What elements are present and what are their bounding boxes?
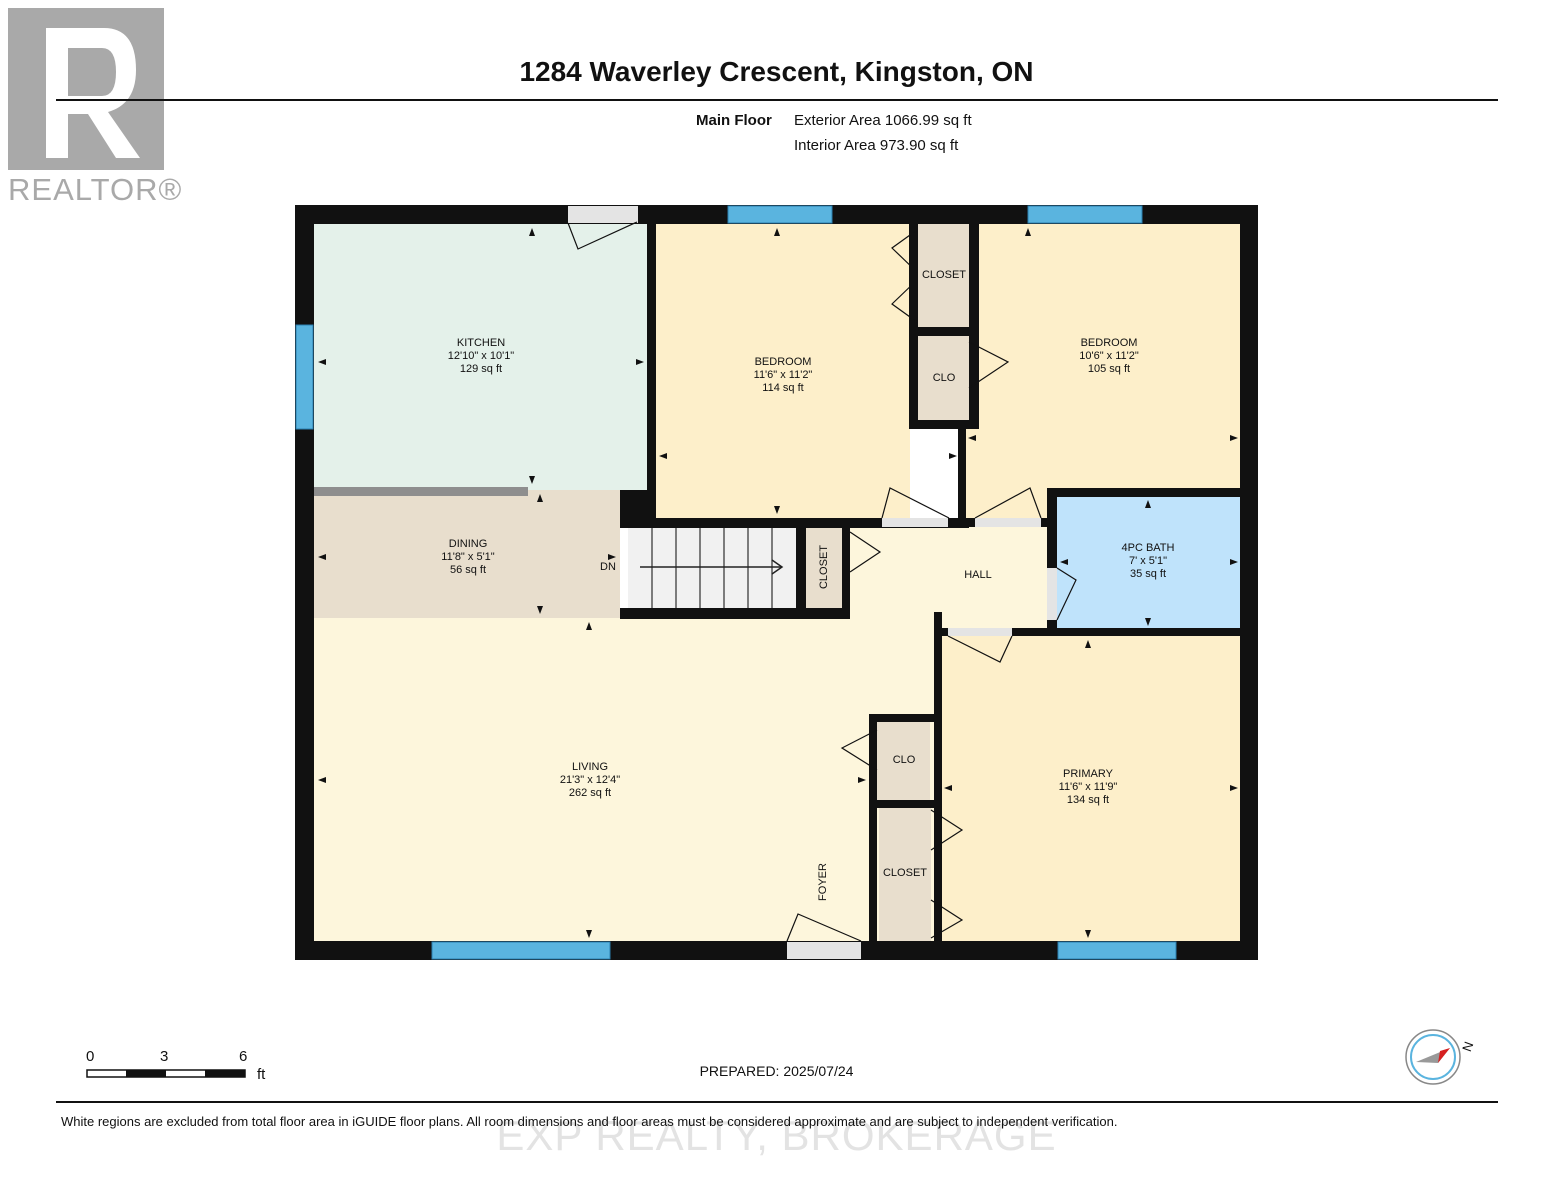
room-name: LIVING [571, 761, 609, 773]
door-closet-primary-1 [930, 809, 964, 851]
window-primary [1057, 941, 1177, 960]
scale-tick-6: 6 [239, 1048, 248, 1065]
realtor-wordmark: REALTOR® [8, 172, 183, 207]
room-area: 129 sq ft [459, 363, 503, 375]
scale-tick-0: 0 [86, 1048, 95, 1065]
door-bed1 [882, 518, 948, 527]
room-area: 134 sq ft [1066, 794, 1110, 806]
prepared-date: PREPARED: 2025/07/24 [699, 1063, 854, 1079]
page-title: 1284 Waverley Crescent, Kingston, ON [519, 56, 1034, 87]
doors [567, 206, 1077, 959]
window-living [431, 941, 611, 960]
room-name: DINING [448, 538, 488, 550]
windows [295, 205, 1177, 960]
bedroom1-area [655, 224, 910, 520]
room-label-closet-primary: CLOSET [882, 867, 927, 879]
room-label-hall: HALL [964, 569, 992, 581]
window-bed2 [1027, 205, 1143, 224]
room-name: KITCHEN [456, 337, 506, 349]
room-dims: 11'8" x 5'1" [441, 551, 495, 563]
room-area: 114 sq ft [762, 382, 804, 394]
bath-area [1056, 497, 1240, 628]
brokerage-watermark: EXP REALTY, BROKERAGE [496, 1112, 1057, 1159]
primary-area [941, 636, 1240, 941]
exterior-area: Exterior Area 1066.99 sq ft [794, 112, 972, 129]
room-area: 35 sq ft [1129, 568, 1167, 580]
scale-bar [86, 1069, 246, 1078]
door-front [787, 942, 861, 959]
scale-tick-3: 3 [160, 1048, 169, 1065]
room-name: 4PC BATH [1121, 542, 1175, 554]
room-area: 262 sq ft [568, 787, 612, 799]
footer-divider [56, 1101, 1498, 1103]
closet-primary [879, 808, 931, 941]
door-primary-swing [947, 635, 1013, 663]
staircase [640, 528, 784, 608]
room-label-clo-bed2: CLO [932, 372, 956, 384]
stairs-area [628, 528, 796, 608]
room-name: PRIMARY [1063, 768, 1113, 780]
room-label-primary: PRIMARY 11'6" x 11'9" 134 sq ft [1008, 768, 1168, 807]
disclaimer: White regions are excluded from total fl… [61, 1114, 1118, 1129]
stairs-label: DN [600, 561, 616, 573]
door-bath [1047, 568, 1057, 620]
door-closet-primary-2 [930, 899, 964, 939]
door-kitchen-exterior-swing [567, 221, 638, 250]
door-clo-living [840, 729, 878, 771]
closet-hall [806, 528, 842, 608]
scale-unit: ft [257, 1066, 266, 1083]
floor-label: Main Floor [696, 112, 772, 129]
closet-bed1 [917, 224, 969, 327]
realtor-logo [8, 8, 164, 170]
room-dims: 12'10" x 10'1" [447, 350, 515, 362]
dimension-markers [318, 228, 1238, 938]
interior-area: Interior Area 973.90 sq ft [794, 137, 959, 154]
door-kitchen-exterior [568, 206, 638, 223]
window-bed1 [727, 205, 833, 224]
room-name: BEDROOM [754, 356, 812, 368]
room-area: 56 sq ft [449, 564, 487, 576]
clo-bed2 [917, 336, 969, 420]
room-label-living: LIVING 21'3" x 12'4" 262 sq ft [510, 761, 670, 800]
room-label-bedroom2: BEDROOM 10'6" x 11'2" 105 sq ft [1029, 337, 1189, 376]
hall-area [848, 526, 1048, 630]
floor-plan [295, 205, 1258, 960]
room-dims: 11'6" x 11'2" [753, 369, 813, 381]
door-closet-hall [849, 531, 882, 573]
room-label-kitchen: KITCHEN 12'10" x 10'1" 129 sq ft [401, 337, 561, 376]
clo-living [877, 722, 930, 800]
room-label-clo-living: CLO [892, 754, 916, 766]
room-label-foyer: FOYER [817, 863, 829, 901]
room-dims: 21'3" x 12'4" [559, 774, 621, 786]
bedroom2-area-lower [965, 428, 1047, 520]
room-label-closet-bed1: CLOSET [921, 269, 966, 281]
room-label-bath: 4PC BATH 7' x 5'1" 35 sq ft [1068, 542, 1228, 581]
living-area [314, 618, 934, 941]
north-compass-icon [1405, 1029, 1461, 1085]
room-fills [314, 224, 1240, 941]
kitchen-area [314, 224, 647, 490]
room-dims: 7' x 5'1" [1128, 555, 1168, 567]
dining-area [314, 490, 620, 618]
room-dims: 10'6" x 11'2" [1079, 350, 1139, 362]
header-divider [56, 99, 1498, 101]
door-bed2-swing [974, 487, 1042, 519]
door-front-swing [786, 913, 862, 942]
room-name: BEDROOM [1080, 337, 1138, 349]
door-closet-bed1 [891, 229, 918, 323]
door-primary [948, 628, 1012, 636]
living-area-notch [620, 618, 848, 628]
room-label-bedroom1: BEDROOM 11'6" x 11'2" 114 sq ft [703, 356, 863, 395]
room-label-closet-hall: CLOSET [818, 545, 830, 590]
door-bed2 [975, 518, 1041, 527]
room-label-dining: DINING 11'8" x 5'1" 56 sq ft [388, 538, 548, 577]
room-area: 105 sq ft [1087, 363, 1131, 375]
door-bath-swing [1056, 567, 1077, 621]
window-kitchen [295, 324, 314, 430]
door-clo-bed2 [968, 341, 1010, 389]
room-dims: 11'6" x 11'9" [1058, 781, 1118, 793]
door-bed1-swing [881, 487, 950, 519]
